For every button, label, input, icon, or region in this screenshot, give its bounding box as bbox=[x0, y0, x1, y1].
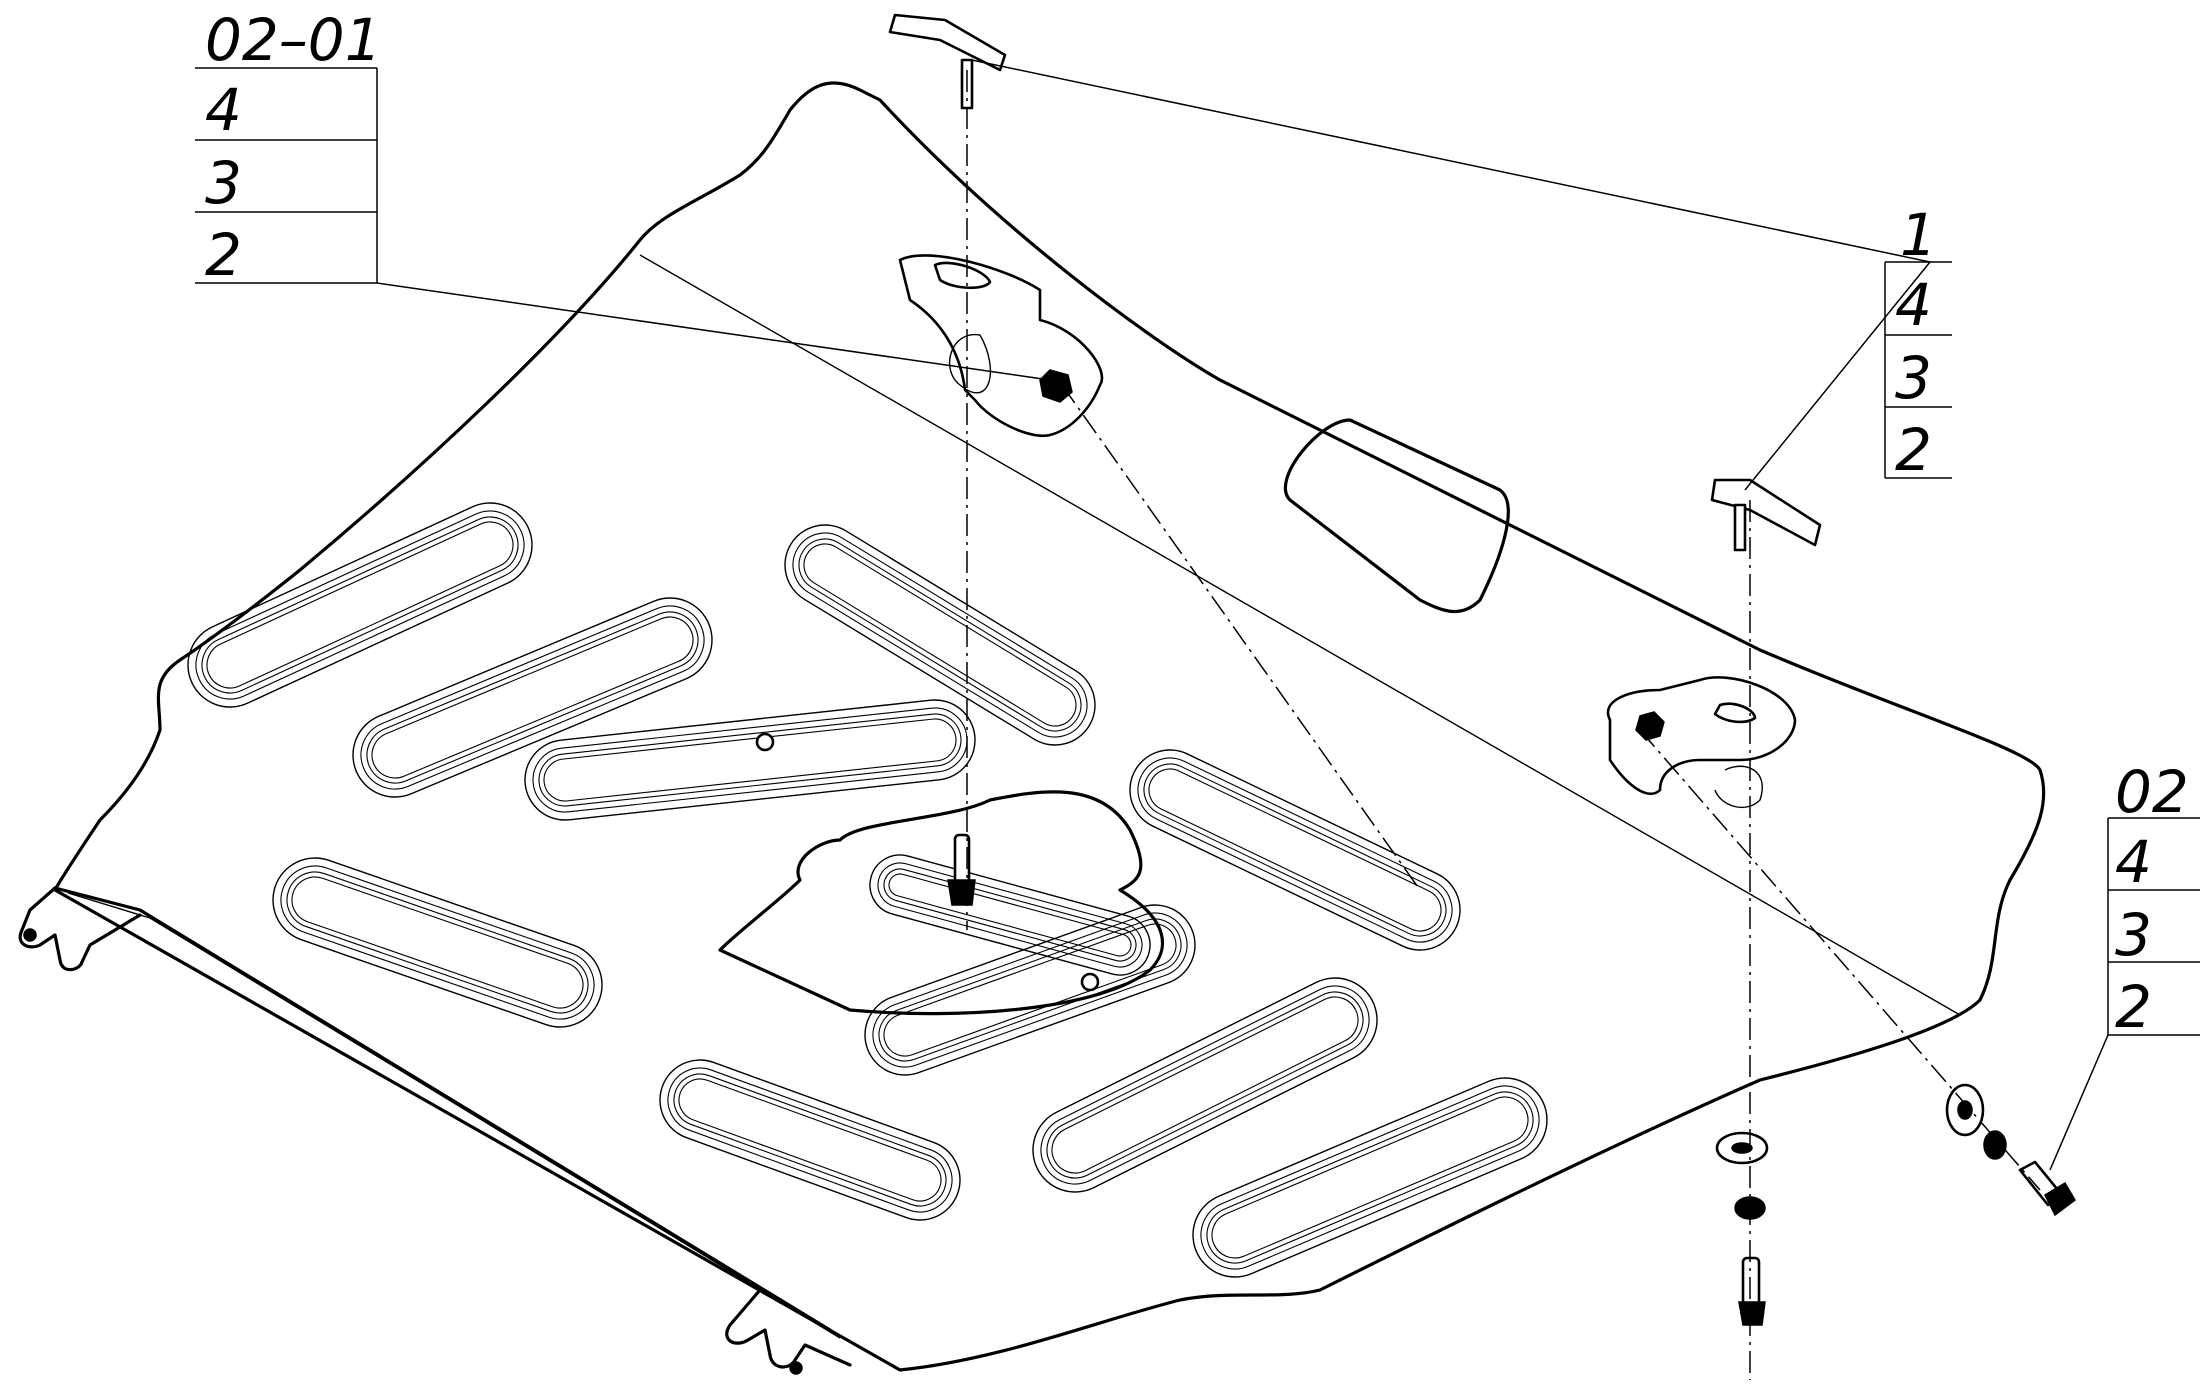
rib-contour bbox=[532, 707, 968, 813]
skid-plate bbox=[18, 81, 2046, 1375]
rib-contour bbox=[792, 532, 1088, 738]
callout-header: 02 bbox=[2115, 758, 2189, 826]
rib-contour bbox=[1032, 977, 1378, 1193]
rib-contour bbox=[187, 502, 533, 708]
front-flange-inner-line bbox=[67, 892, 841, 1339]
rib-contour bbox=[869, 854, 1151, 976]
rib-contour bbox=[1200, 1085, 1540, 1270]
clip-nut-right bbox=[1710, 478, 1822, 552]
rib-contour bbox=[1143, 763, 1447, 937]
rib-contour bbox=[877, 862, 1143, 968]
rib-contour bbox=[1051, 996, 1359, 1174]
tab-hole bbox=[789, 1361, 803, 1375]
rib-contour bbox=[784, 524, 1096, 746]
rib-contour bbox=[883, 868, 1137, 962]
callout-row: 3 bbox=[1895, 344, 1932, 412]
stamped-ribs bbox=[187, 502, 1548, 1278]
callout-02-01: 02–01 4 3 2 bbox=[195, 6, 382, 289]
central-window-panel bbox=[718, 790, 1165, 1016]
callout-row: 4 bbox=[1895, 271, 1932, 339]
rib-hole bbox=[755, 732, 775, 752]
rib-contour bbox=[352, 597, 713, 798]
fastener-stack-angled bbox=[1945, 1083, 2076, 1217]
callout-row: 3 bbox=[2115, 901, 2152, 969]
rib-contour bbox=[883, 923, 1177, 1057]
callout-02: 02 4 3 2 bbox=[2107, 758, 2200, 1041]
front-center-tab bbox=[725, 1288, 852, 1375]
callout-row: 2 bbox=[2115, 973, 2152, 1041]
rib-contour bbox=[803, 543, 1077, 727]
rib-contour bbox=[371, 616, 694, 779]
rib-contour bbox=[1129, 749, 1461, 951]
callout-header: 1 bbox=[1900, 201, 1937, 269]
rib-contour bbox=[366, 611, 699, 784]
rib-contour bbox=[864, 904, 1196, 1076]
front-flange-line bbox=[53, 886, 832, 1332]
rib-contour bbox=[878, 918, 1182, 1062]
leader-lines bbox=[376, 59, 2109, 1171]
rib-contour bbox=[1148, 768, 1442, 932]
clip-nut-left bbox=[888, 13, 1007, 110]
rib-contour bbox=[1211, 1096, 1529, 1259]
tab-hole bbox=[23, 928, 37, 942]
rib-contour bbox=[360, 605, 705, 790]
bolt-left bbox=[947, 833, 976, 906]
callout-1: 1 4 3 2 bbox=[1884, 201, 1952, 484]
inspection-hatch bbox=[1283, 418, 1510, 614]
rib-contour bbox=[1206, 1091, 1534, 1264]
callout-row: 3 bbox=[205, 149, 242, 217]
callout-row: 4 bbox=[2115, 828, 2152, 896]
callout-row: 4 bbox=[205, 76, 242, 144]
rib-contour bbox=[286, 871, 589, 1014]
callout-row: 2 bbox=[205, 221, 242, 289]
rib-contour bbox=[524, 699, 976, 821]
rib-contour bbox=[291, 876, 584, 1009]
rib-contour bbox=[201, 516, 519, 694]
rib-contour bbox=[888, 873, 1132, 957]
rib-contour bbox=[538, 713, 962, 807]
rib-contour bbox=[543, 718, 957, 802]
rib-contour bbox=[272, 857, 603, 1028]
fasteners bbox=[888, 13, 2076, 1326]
fastener-stack-vertical bbox=[1715, 1131, 1769, 1326]
rib-contour bbox=[195, 510, 525, 700]
rib-contour bbox=[206, 521, 514, 689]
rear-left-bracket bbox=[898, 254, 1104, 438]
rib-contour bbox=[1040, 985, 1370, 1185]
callout-row: 2 bbox=[1895, 416, 1932, 484]
bend-line bbox=[639, 254, 1961, 1016]
rib-contour bbox=[673, 1073, 947, 1207]
callout-header: 02–01 bbox=[205, 6, 382, 74]
axis-lines bbox=[966, 70, 2041, 1380]
rib-contour bbox=[659, 1059, 961, 1221]
plate-outline bbox=[53, 81, 2046, 1372]
rib-contour bbox=[798, 538, 1082, 732]
rib-contour bbox=[1046, 991, 1364, 1179]
front-left-tab bbox=[18, 886, 142, 972]
panel-hole bbox=[1080, 972, 1100, 992]
rib-contour bbox=[1137, 757, 1453, 943]
rib-contour bbox=[1192, 1077, 1548, 1278]
spring-washer bbox=[1983, 1130, 2007, 1160]
weld-nut bbox=[1039, 369, 1073, 403]
rear-right-bracket bbox=[1606, 676, 1797, 809]
rib-contour bbox=[678, 1078, 942, 1202]
rib-contour bbox=[667, 1067, 953, 1213]
rib-contour bbox=[280, 865, 595, 1020]
rib-contour bbox=[872, 912, 1188, 1068]
